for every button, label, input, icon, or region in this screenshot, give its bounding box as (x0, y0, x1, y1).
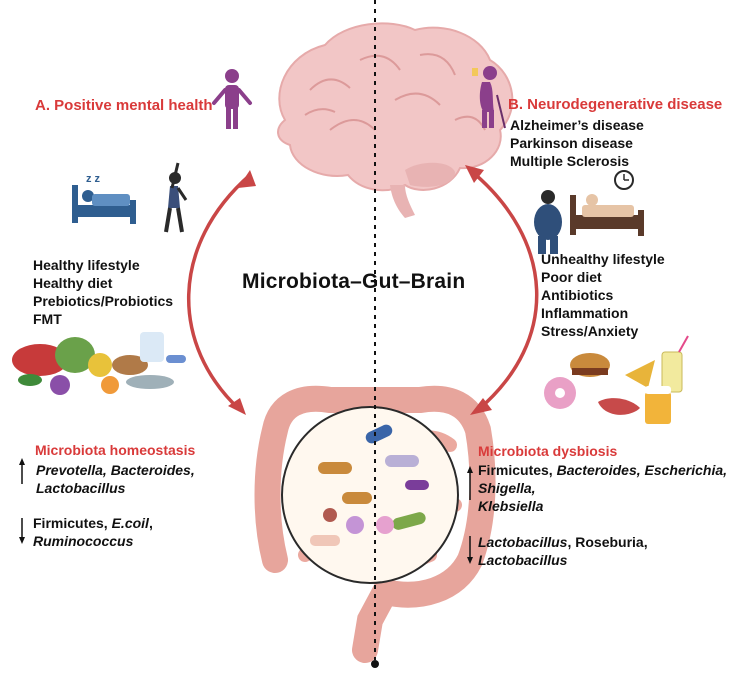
left-cycle-arrow (187, 170, 256, 415)
increase-taxa-line: Klebsiella (478, 498, 544, 514)
increase-taxa-line: Shigella, (478, 480, 536, 496)
left-down-arrow (19, 518, 25, 544)
person-happy-icon (212, 69, 252, 129)
brain-icon (277, 22, 514, 218)
person-elderly-icon (472, 66, 506, 129)
disease-item: Alzheimer’s disease (510, 117, 644, 133)
taxa-ecoil: E.coil (111, 515, 149, 531)
exercise-person-icon (164, 162, 188, 233)
unhealthy-factor-item: Inflammation (541, 305, 629, 321)
taxa-bacteroides-escherichia: Bacteroides, Escherichia, (556, 462, 728, 478)
homeostasis-title: Microbiota homeostasis (35, 442, 196, 458)
disease-item: Multiple Sclerosis (510, 153, 630, 169)
unhealthy-factor-item: Poor diet (541, 269, 602, 285)
decrease-taxa-line: Firmicutes, E.coil, (33, 514, 153, 532)
healthy-food-icon (12, 332, 186, 395)
bed-clock-icon (570, 170, 644, 236)
dysbiosis-decrease-list: Lactobacillus, Roseburia, Lactobacillus (478, 533, 648, 569)
overweight-person-icon (534, 190, 562, 254)
healthy-factor-item: Healthy diet (33, 275, 113, 291)
disease-item: Parkinson disease (510, 135, 633, 151)
healthy-factor-item: Healthy lifestyle (33, 257, 140, 273)
sleeping-bed-icon: z z (72, 173, 136, 224)
increase-taxa-line: Prevotella, Bacteroides, (36, 462, 195, 478)
right-cycle-arrow (465, 165, 539, 415)
junk-food-icon (544, 335, 689, 424)
right-up-arrow (467, 466, 473, 500)
gut-icon (254, 385, 496, 663)
neurodegenerative-title: B. Neurodegenerative disease (508, 96, 723, 113)
healthy-factor-item: Prebiotics/Probiotics (33, 293, 174, 309)
divider-end-dot (371, 660, 379, 668)
unhealthy-factor-item: Antibiotics (541, 287, 614, 303)
homeostasis-increase-list: Prevotella, Bacteroides, Lactobacillus (36, 461, 195, 497)
dysbiosis-increase-list: Firmicutes, Bacteroides, Escherichia, Sh… (478, 461, 727, 515)
unhealthy-factor-item: Stress/Anxiety (541, 323, 639, 339)
left-up-arrow (19, 458, 25, 484)
dysbiosis-title: Microbiota dysbiosis (478, 443, 618, 459)
taxa-comma: , (148, 515, 153, 531)
homeostasis-decrease-list: Firmicutes, E.coil, Ruminococcus (33, 514, 153, 550)
decrease-taxa-line: Lactobacillus, Roseburia, (478, 533, 648, 551)
increase-taxa-line: Lactobacillus (36, 480, 126, 496)
taxa-lactobacillus: Lactobacillus (478, 534, 568, 550)
disease-list: Alzheimer’s disease Parkinson disease Mu… (510, 116, 644, 170)
increase-taxa-line: Firmicutes, Bacteroides, Escherichia, (478, 461, 727, 479)
taxa-firmicutes: Firmicutes, (33, 515, 112, 531)
unhealthy-factor-item: Unhealthy lifestyle (541, 251, 665, 267)
svg-text:z z: z z (86, 173, 101, 185)
taxa-roseburia: , Roseburia, (567, 534, 648, 550)
unhealthy-factors-list: Unhealthy lifestyle Poor diet Antibiotic… (541, 250, 665, 340)
taxa-firmicutes: Firmicutes, (478, 462, 557, 478)
decrease-taxa-line: Ruminococcus (33, 533, 134, 549)
center-title: Microbiota–Gut–Brain (242, 270, 466, 293)
healthy-factors-list: Healthy lifestyle Healthy diet Prebiotic… (33, 256, 173, 328)
right-down-arrow (467, 536, 473, 564)
decrease-taxa-line: Lactobacillus (478, 552, 568, 568)
healthy-factor-item: FMT (33, 311, 62, 327)
positive-mental-health-title: A. Positive mental health (35, 97, 213, 114)
